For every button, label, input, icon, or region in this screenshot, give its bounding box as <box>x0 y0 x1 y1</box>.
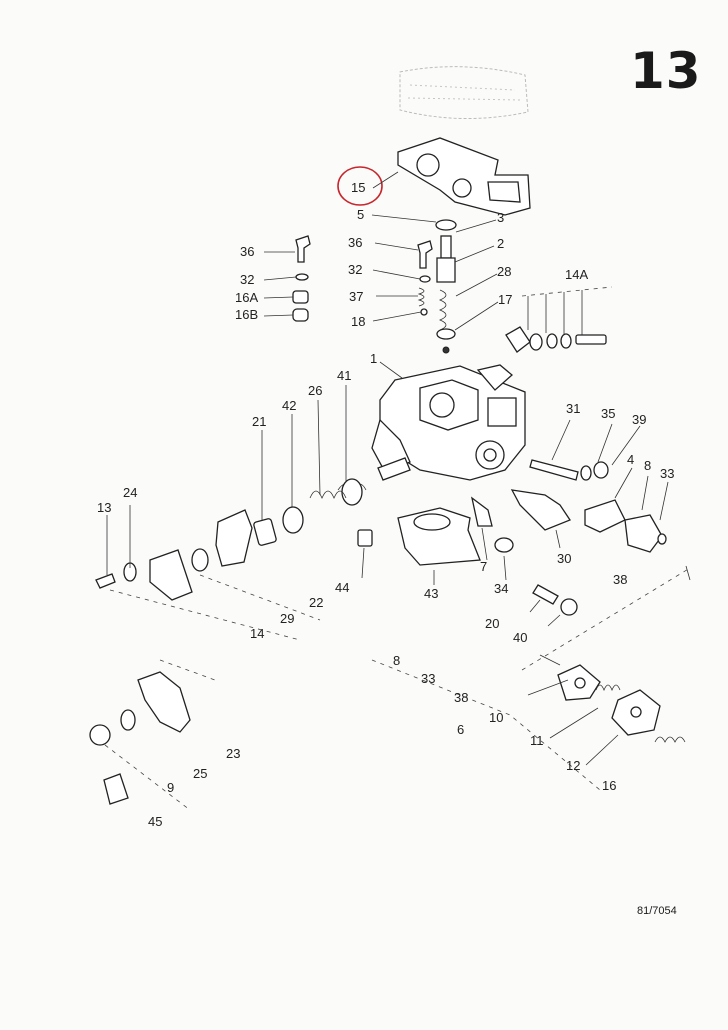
label-18: 18 <box>351 314 365 329</box>
label-1: 1 <box>370 351 377 366</box>
label-21: 21 <box>252 414 266 429</box>
label-14: 14 <box>250 626 264 641</box>
label-31: 31 <box>566 401 580 416</box>
label-29: 29 <box>280 611 294 626</box>
choke-linkage-group <box>95 385 367 601</box>
page-number: 13 <box>630 42 702 100</box>
label-38-lower: 38 <box>454 690 468 705</box>
label-13: 13 <box>97 500 111 515</box>
label-42: 42 <box>282 398 296 413</box>
label-7: 7 <box>480 559 487 574</box>
label-33-upper: 33 <box>660 466 674 481</box>
label-32-center: 32 <box>348 262 362 277</box>
label-8-lower: 8 <box>393 653 400 668</box>
screw-group-14A <box>505 286 613 353</box>
label-20: 20 <box>485 616 499 631</box>
label-6: 6 <box>457 722 464 737</box>
pump-jet-parts <box>510 419 669 553</box>
label-12: 12 <box>566 758 580 773</box>
label-16: 16 <box>602 778 616 793</box>
carburetor-body <box>371 364 526 481</box>
label-33-lower: 33 <box>421 671 435 686</box>
label-5: 5 <box>357 207 364 222</box>
label-16B: 16B <box>235 307 258 322</box>
top-cover-part <box>399 66 529 119</box>
label-40: 40 <box>513 630 527 645</box>
label-36-center: 36 <box>348 235 362 250</box>
label-leader-lines <box>263 171 499 379</box>
label-4: 4 <box>627 452 634 467</box>
label-10: 10 <box>489 710 503 725</box>
label-22: 22 <box>309 595 323 610</box>
label-11: 11 <box>530 733 544 748</box>
part-number-labels: 15 5 3 36 36 2 32 32 28 16A 37 17 16B 18… <box>97 180 674 829</box>
label-41: 41 <box>337 368 351 383</box>
reference-code: 81/7054 <box>637 905 677 917</box>
label-16A: 16A <box>235 290 258 305</box>
label-30: 30 <box>557 551 571 566</box>
label-37: 37 <box>349 289 363 304</box>
lower-jet-parts <box>529 584 578 627</box>
label-23: 23 <box>226 746 240 761</box>
label-28: 28 <box>497 264 511 279</box>
label-32-left: 32 <box>240 272 254 287</box>
label-45: 45 <box>148 814 162 829</box>
label-17: 17 <box>498 292 512 307</box>
label-3: 3 <box>497 210 504 225</box>
label-34: 34 <box>494 581 508 596</box>
label-26: 26 <box>308 383 322 398</box>
label-38-upper: 38 <box>613 572 627 587</box>
label-14A: 14A <box>565 267 588 282</box>
label-15: 15 <box>351 180 365 195</box>
float-needle-parts <box>292 235 433 322</box>
label-25: 25 <box>193 766 207 781</box>
accelerator-pump-assembly <box>527 654 686 766</box>
assembly-axis-lines <box>104 565 691 811</box>
needle-valve-stack <box>435 219 457 354</box>
label-8-upper: 8 <box>644 458 651 473</box>
gasket-part <box>397 137 531 216</box>
base-and-jets <box>357 496 514 585</box>
label-24: 24 <box>123 485 137 500</box>
label-39: 39 <box>632 412 646 427</box>
label-43: 43 <box>424 586 438 601</box>
highlight-circle <box>337 166 383 206</box>
label-2: 2 <box>497 236 504 251</box>
label-9: 9 <box>167 780 174 795</box>
throttle-lever-group <box>89 671 191 805</box>
label-35: 35 <box>601 406 615 421</box>
label-36-left: 36 <box>240 244 254 259</box>
label-44: 44 <box>335 580 349 595</box>
